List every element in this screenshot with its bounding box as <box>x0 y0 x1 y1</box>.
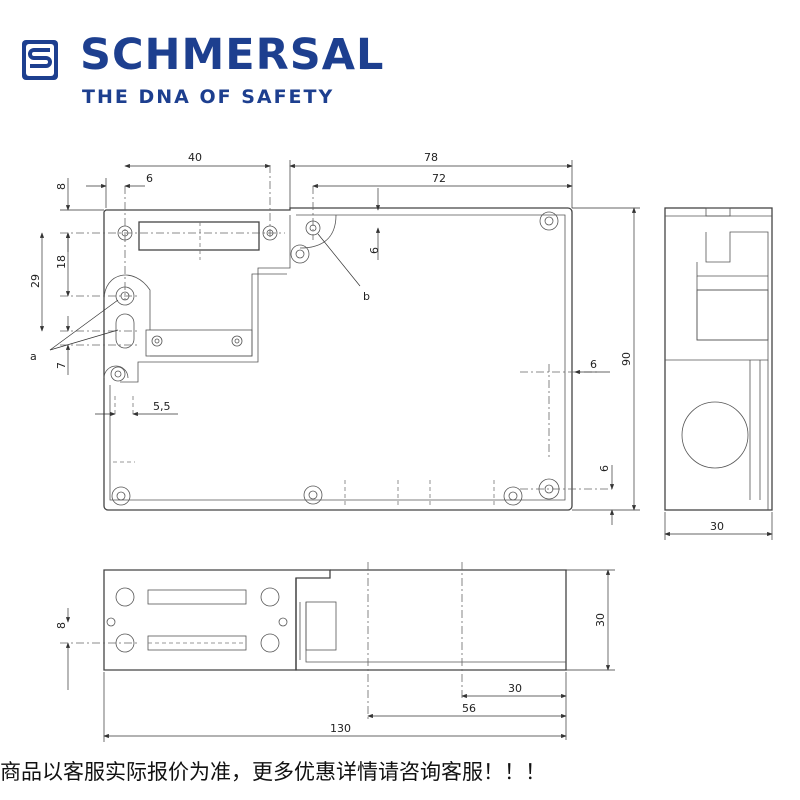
dim-6-bottom: 6 <box>598 465 611 472</box>
dim-90: 90 <box>620 352 633 366</box>
brand-name: SCHMERSAL <box>80 30 385 80</box>
brand-tagline: THE DNA OF SAFETY <box>82 86 335 108</box>
dim-40: 40 <box>188 151 202 164</box>
callout-b: b <box>363 290 370 303</box>
front-dim-30-vertical: 30 <box>594 613 607 627</box>
dim-78: 78 <box>424 151 438 164</box>
top-view: 40 78 6 72 5,5 6 6 8 18 29 7 6 <box>29 151 640 525</box>
schmersal-s-logo-icon <box>22 40 58 80</box>
dim-72: 72 <box>432 172 446 185</box>
side-view: 30 <box>664 207 773 540</box>
front-dim-8: 8 <box>55 622 68 629</box>
front-dim-30-horizontal: 30 <box>508 682 522 695</box>
dim-29: 29 <box>29 274 42 288</box>
front-dim-56: 56 <box>462 702 476 715</box>
side-dim-30: 30 <box>710 520 724 533</box>
dim-6-left: 6 <box>146 172 153 185</box>
dim-8-top: 8 <box>55 183 68 190</box>
brand-header: SCHMERSAL THE DNA OF SAFETY <box>0 0 800 130</box>
callout-a: a <box>30 350 37 363</box>
dim-6-b: 6 <box>368 247 381 254</box>
front-dim-130: 130 <box>330 722 351 735</box>
dim-6-right: 6 <box>590 358 597 371</box>
dim-18: 18 <box>55 255 68 269</box>
front-view: 8 30 30 56 130 <box>55 562 615 742</box>
dim-7: 7 <box>55 362 68 369</box>
price-note: 商品以客服实际报价为准，更多优惠详情请咨询客服！！！ <box>0 760 546 784</box>
dim-5-5: 5,5 <box>153 400 171 413</box>
